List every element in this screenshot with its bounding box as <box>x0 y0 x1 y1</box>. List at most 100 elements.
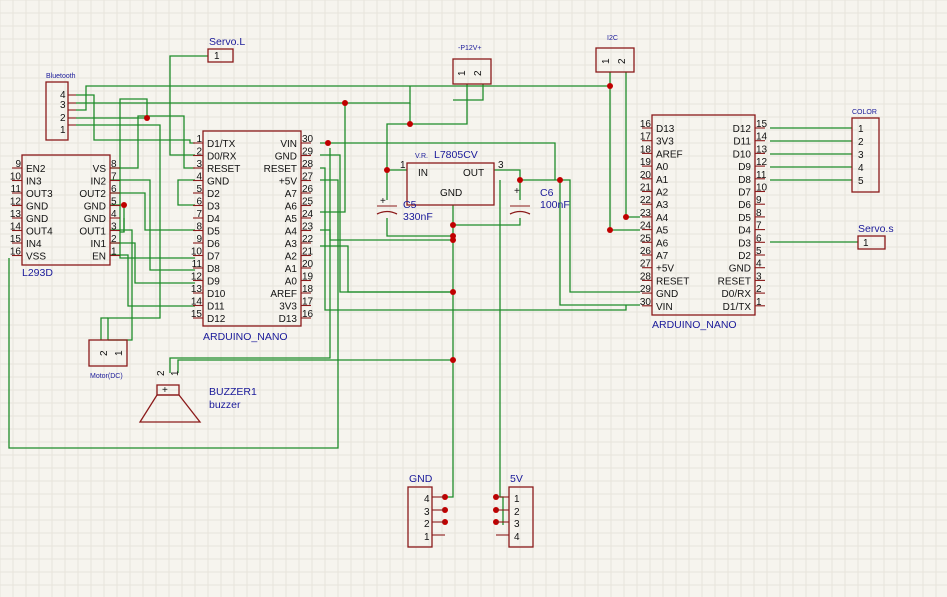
motor-label: Motor(DC) <box>90 373 123 380</box>
p12v-connector[interactable]: -P12V+ 1 2 <box>452 45 492 85</box>
5v-header[interactable]: 5V 1 2 3 4 <box>496 473 534 548</box>
nano1-pin-label: D12 <box>207 314 226 325</box>
nano2-pin-label: GND <box>656 289 678 300</box>
nano2-pin-number: 27 <box>640 259 652 270</box>
buzzer[interactable]: + 2 1 BUZZER1 buzzer <box>138 370 257 423</box>
i2c-label: I2C <box>607 35 618 42</box>
l293d-label: L293D <box>22 267 53 279</box>
gnd-pin-3: 3 <box>424 507 430 518</box>
nano1-pin-number: 12 <box>191 272 203 283</box>
nano2-pin-number: 17 <box>640 132 652 143</box>
nano1-pin-label: D0/RX <box>207 152 237 163</box>
nano2-pin-label: VIN <box>656 302 673 313</box>
nano1-pin-number: 4 <box>196 172 202 183</box>
nano1-pin-number: 22 <box>302 234 314 245</box>
l293d-pin-label: GND <box>26 202 48 213</box>
l293d-pin-label: EN2 <box>26 164 46 175</box>
nano2-pin-label: D8 <box>738 175 751 186</box>
nano1-pin-label: D3 <box>207 202 220 213</box>
l293d-pin-number: 14 <box>10 222 22 233</box>
regulator-out: OUT <box>463 168 484 179</box>
wire-net <box>8 55 858 525</box>
color-pin-4: 4 <box>858 163 864 174</box>
bluetooth-connector[interactable]: Bluetooth 4 3 2 1 <box>45 73 76 141</box>
l293d-pin-number: 6 <box>111 184 117 195</box>
nano1-pin-label: A2 <box>285 252 298 263</box>
nano2-pin-label: D10 <box>733 149 752 160</box>
l293d-pin-label: GND <box>26 214 48 225</box>
nano1-pin-label: D4 <box>207 214 220 225</box>
l293d-pin-label: GND <box>84 202 106 213</box>
nano1-pin-label: A3 <box>285 239 298 250</box>
l293d-pin-number: 2 <box>111 234 117 245</box>
nano2-pin-label: A7 <box>656 251 669 262</box>
nano2-pin-number: 24 <box>640 221 652 232</box>
arduino-nano-2-label: ARDUINO_NANO <box>652 319 737 331</box>
nano1-pin-label: A1 <box>285 264 298 275</box>
buzzer-value: buzzer <box>209 399 241 411</box>
color-sensor-connector[interactable]: COLOR 1 2 3 4 5 <box>851 109 880 193</box>
regulator-in: IN <box>418 168 428 179</box>
color-label: COLOR <box>852 109 877 116</box>
nano1-pin-label: A0 <box>285 277 298 288</box>
buzzer-polarity: + <box>162 385 168 396</box>
nano1-pin-number: 25 <box>302 197 314 208</box>
l293d-pin-label: OUT3 <box>26 189 53 200</box>
gnd-pin-1: 1 <box>424 532 430 543</box>
nano1-pin-number: 28 <box>302 159 314 170</box>
servo-s-connector[interactable]: Servo.s 1 <box>857 223 894 250</box>
servo-l-connector[interactable]: Servo.L 1 <box>207 36 245 63</box>
nano1-pin-label: D9 <box>207 277 220 288</box>
nano2-pin-number: 1 <box>756 297 762 308</box>
l293d-pin-number: 12 <box>10 197 22 208</box>
nano1-pin-number: 24 <box>302 209 314 220</box>
nano2-pin-label: D3 <box>738 238 751 249</box>
nano2-pin-label: D13 <box>656 124 675 135</box>
nano2-pin-number: 25 <box>640 233 652 244</box>
nano1-pin-number: 2 <box>196 147 202 158</box>
nano2-pin-number: 3 <box>756 271 762 282</box>
l293d-pin-number: 8 <box>111 159 117 170</box>
i2c-pin-2: 2 <box>617 58 628 64</box>
nano1-pin-label: D5 <box>207 227 220 238</box>
nano2-pin-label: +5V <box>656 264 674 275</box>
nano1-pin-label: D8 <box>207 264 220 275</box>
voltage-regulator[interactable]: V.R. L7805CV IN OUT GND 1 3 <box>400 149 504 206</box>
dc-motor-connector[interactable]: 2 1 Motor(DC) <box>88 339 128 380</box>
nano1-pin-label: AREF <box>270 289 297 300</box>
l293d-pin-number: 11 <box>11 184 22 195</box>
nano1-pin-number: 27 <box>302 172 314 183</box>
gnd-header[interactable]: GND 4 3 2 1 <box>407 473 445 548</box>
nano1-pin-number: 13 <box>191 284 203 295</box>
nano1-pin-number: 14 <box>191 297 203 308</box>
nano1-pin-number: 6 <box>196 197 202 208</box>
nano2-pin-number: 29 <box>640 284 652 295</box>
nano1-pin-label: RESET <box>207 164 240 175</box>
nano2-pin-label: D5 <box>738 213 751 224</box>
nano2-pin-label: D12 <box>733 124 752 135</box>
capacitor-c6[interactable]: + C6 100nF <box>509 186 570 215</box>
regulator-pin-in: 1 <box>400 160 406 171</box>
nano1-pin-label: D13 <box>279 314 298 325</box>
nano1-pin-number: 19 <box>302 272 314 283</box>
nano1-pin-number: 10 <box>191 247 203 258</box>
l293d-pin-number: 10 <box>10 172 22 183</box>
motor-pin-1: 1 <box>114 350 125 356</box>
regulator-gnd: GND <box>440 188 462 199</box>
nano2-pin-label: A0 <box>656 162 669 173</box>
l293d-pin-number: 3 <box>111 222 117 233</box>
capacitor-c5[interactable]: + C5 330nF <box>376 196 433 223</box>
l293d-pin-label: IN1 <box>90 239 106 250</box>
nano2-pin-number: 14 <box>756 132 768 143</box>
5v-pin-3: 3 <box>514 519 520 530</box>
nano2-pin-label: A4 <box>656 213 669 224</box>
nano2-pin-number: 10 <box>756 183 768 194</box>
nano2-pin-label: 3V3 <box>656 137 674 148</box>
i2c-connector[interactable]: I2C 1 2 <box>595 35 635 73</box>
nano2-pin-number: 16 <box>640 119 652 130</box>
nano1-pin-label: D7 <box>207 252 220 263</box>
nano1-pin-number: 26 <box>302 184 314 195</box>
